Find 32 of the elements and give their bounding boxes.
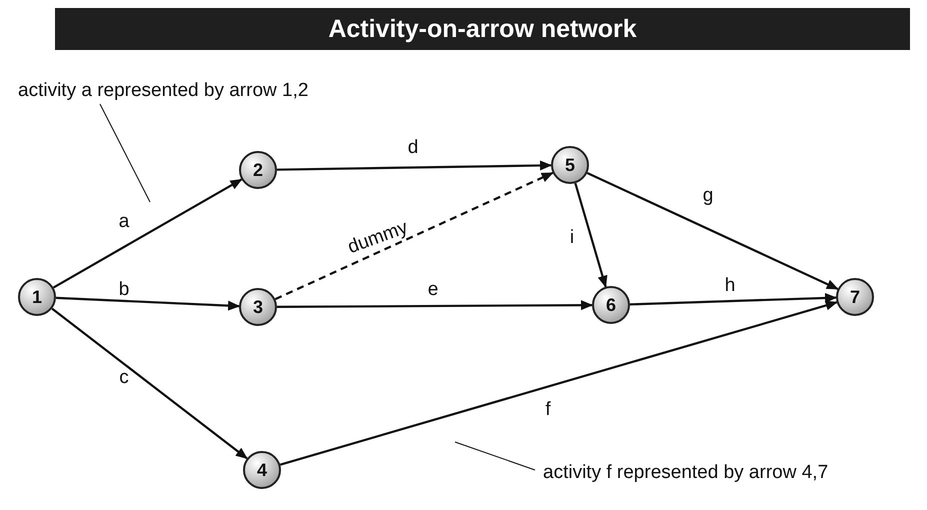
edge-label: i — [570, 227, 574, 249]
arrow — [630, 292, 837, 306]
edge-label: h — [724, 275, 736, 297]
arrow — [56, 296, 240, 311]
event-node: 4 — [243, 451, 281, 489]
arrow — [586, 172, 839, 290]
annotation: activity f represented by arrow 4,7 — [543, 462, 828, 484]
event-node: 6 — [592, 286, 630, 324]
event-node: 1 — [18, 278, 56, 316]
arrow — [274, 172, 554, 300]
edge-label: dummy — [344, 217, 412, 259]
annotation: activity a represented by arrow 1,2 — [18, 80, 308, 102]
arrow — [276, 160, 552, 171]
event-node: 3 — [239, 288, 277, 326]
event-node: 2 — [239, 151, 277, 189]
leader-line — [454, 442, 536, 470]
arrow — [52, 178, 242, 288]
event-node: 5 — [551, 146, 589, 184]
leader-line — [100, 104, 150, 202]
arrow — [280, 300, 838, 466]
arrow — [574, 182, 608, 288]
edge-label: b — [118, 279, 130, 301]
edge-label: e — [428, 279, 438, 301]
edge-label: c — [119, 367, 129, 389]
edge-label: g — [702, 185, 714, 207]
event-node: 7 — [836, 278, 874, 316]
edge-label: d — [408, 137, 418, 159]
edge-label: a — [118, 211, 130, 233]
arrow — [51, 308, 248, 460]
arrow — [277, 300, 593, 310]
title: Activity-on-arrow network — [328, 14, 637, 44]
edge-label: f — [545, 399, 551, 421]
